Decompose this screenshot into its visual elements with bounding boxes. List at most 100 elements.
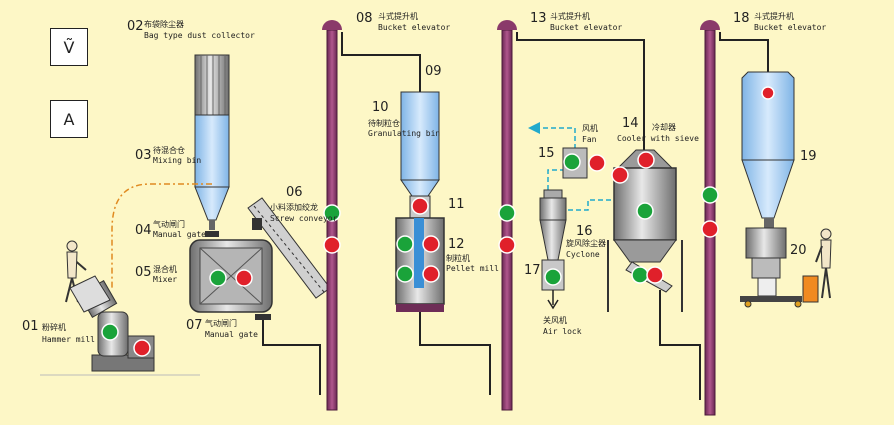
- label-02-en: Bag type dust collector: [144, 31, 255, 40]
- voltage-button[interactable]: Ṽ: [50, 28, 88, 66]
- fan-icon[interactable]: [562, 147, 588, 179]
- label-04: 04 气动闸门 Manual gate: [135, 219, 206, 239]
- label-03-number: 03: [135, 148, 152, 163]
- fan-run-indicator[interactable]: [563, 153, 581, 171]
- label-05-en: Mixer: [153, 275, 177, 284]
- label-18-number: 18: [733, 11, 750, 26]
- label-04-cn: 气动闸门: [153, 219, 185, 229]
- bucket-elevator-13[interactable]: [497, 20, 517, 411]
- conditioner-run-indicator[interactable]: [396, 265, 414, 283]
- sack-icon: [802, 275, 819, 303]
- hammer-mill-stop-indicator[interactable]: [133, 339, 151, 357]
- manual-gate-07[interactable]: [255, 314, 271, 320]
- finished-product-bin[interactable]: [741, 71, 795, 228]
- label-17-number: 17: [524, 263, 541, 278]
- transfer-pipe-5: [659, 290, 701, 400]
- label-15-number: 15: [538, 146, 555, 161]
- label-01-en: Hammer mill: [42, 335, 95, 344]
- label-04-number: 04: [135, 223, 152, 238]
- label-14-number: 14: [622, 116, 639, 131]
- transfer-pipe-1: [262, 320, 321, 395]
- air-line-3: [568, 199, 612, 211]
- label-05: 05 混合机 Mixer: [135, 264, 177, 284]
- label-06-en: Screw conveyor: [270, 214, 338, 223]
- label-07-en: Manual gate: [205, 330, 258, 339]
- label-05-cn: 混合机: [153, 264, 177, 274]
- label-20-number: 20: [790, 243, 807, 258]
- mixer[interactable]: [189, 239, 273, 313]
- label-17: 17 关风机 Air lock: [524, 263, 582, 336]
- manual-gate-04[interactable]: [205, 231, 219, 237]
- label-10-cn: 待制粒仓: [368, 118, 400, 128]
- airlock-run-indicator[interactable]: [544, 268, 562, 286]
- label-03-cn: 待混合仓: [153, 145, 185, 155]
- label-01: 01 粉碎机 Hammer mill: [22, 319, 95, 344]
- bucket-elevator-18[interactable]: [700, 20, 720, 416]
- label-16-en: Cyclone: [566, 250, 600, 259]
- bucket-elevator-08[interactable]: [322, 20, 342, 411]
- label-17-en: Air lock: [543, 327, 582, 336]
- mixer-run-indicator[interactable]: [209, 269, 227, 287]
- pellet-mill-run-indicator[interactable]: [396, 235, 414, 253]
- label-14-en: Cooler with sieve: [617, 134, 699, 143]
- sack-icon: [69, 275, 111, 313]
- pellet-mill[interactable]: [395, 217, 445, 312]
- label-18: 18 斗式提升机 Bucket elevator: [733, 11, 826, 32]
- label-08-cn: 斗式提升机: [378, 11, 418, 21]
- air-outlet-arrow-icon: [528, 122, 540, 134]
- fan-stop-indicator[interactable]: [588, 154, 606, 172]
- label-06-cn: 小料添加绞龙: [270, 202, 318, 212]
- label-08: 08 斗式提升机 Bucket elevator: [356, 11, 450, 32]
- elevator-13-stop-indicator[interactable]: [498, 236, 516, 254]
- label-06-number: 06: [286, 185, 303, 200]
- conditioner-stop-indicator[interactable]: [422, 265, 440, 283]
- label-10: 10 待制粒仓 Granulating bin: [368, 100, 440, 138]
- ampere-button[interactable]: A: [50, 100, 88, 138]
- cooler-side-stop-indicator[interactable]: [611, 166, 629, 184]
- label-02-cn: 布袋除尘器: [144, 19, 184, 29]
- label-07-cn: 气动闸门: [205, 318, 237, 328]
- label-15-cn: 风机: [582, 123, 598, 133]
- label-02: 02 布袋除尘器 Bag type dust collector: [127, 19, 255, 40]
- label-13: 13 斗式提升机 Bucket elevator: [530, 11, 622, 32]
- elevator-08-stop-indicator[interactable]: [323, 236, 341, 254]
- label-09-number: 09: [425, 64, 442, 79]
- arrow-down-icon: [547, 290, 559, 310]
- bin-level-indicator[interactable]: [761, 86, 775, 100]
- elevator-13-run-indicator[interactable]: [498, 204, 516, 222]
- label-05-number: 05: [135, 265, 152, 280]
- bag-dust-collector[interactable]: [194, 54, 230, 116]
- label-08-number: 08: [356, 11, 373, 26]
- label-17-cn: 关风机: [543, 315, 567, 325]
- cooler-top-stop-indicator[interactable]: [637, 151, 655, 169]
- label-16-number: 16: [576, 224, 593, 239]
- transfer-pipe-3: [419, 312, 491, 395]
- transfer-pipe-2: [341, 32, 421, 92]
- cyclone[interactable]: [539, 189, 567, 291]
- elevator-08-run-indicator[interactable]: [323, 204, 341, 222]
- sieve-run-indicator[interactable]: [631, 266, 649, 284]
- dust-return-line: [111, 183, 212, 290]
- pellet-mill-stop-indicator[interactable]: [422, 235, 440, 253]
- label-03: 03 待混合仓 Mixing bin: [135, 145, 201, 165]
- label-15-en: Fan: [582, 135, 597, 144]
- elevator-18-run-indicator[interactable]: [701, 186, 719, 204]
- packing-scale[interactable]: [740, 227, 819, 308]
- cooler-with-sieve[interactable]: [607, 149, 683, 312]
- hammer-mill-run-indicator[interactable]: [101, 323, 119, 341]
- elevator-18-stop-indicator[interactable]: [701, 220, 719, 238]
- feeder-stop-indicator[interactable]: [411, 197, 429, 215]
- cooler-run-indicator[interactable]: [636, 202, 654, 220]
- label-16: 16 旋风除尘器 Cyclone: [566, 224, 606, 259]
- label-06: 06 小料添加绞龙 Screw conveyor: [270, 185, 338, 223]
- label-15: 15 风机 Fan: [538, 123, 598, 161]
- label-12-cn: 制粒机: [446, 253, 470, 263]
- label-19-number: 19: [800, 149, 817, 164]
- mixer-stop-indicator[interactable]: [235, 269, 253, 287]
- mixing-bin[interactable]: [194, 114, 230, 230]
- sieve-stop-indicator[interactable]: [646, 266, 664, 284]
- label-10-number: 10: [372, 100, 389, 115]
- granulating-bin[interactable]: [400, 91, 440, 219]
